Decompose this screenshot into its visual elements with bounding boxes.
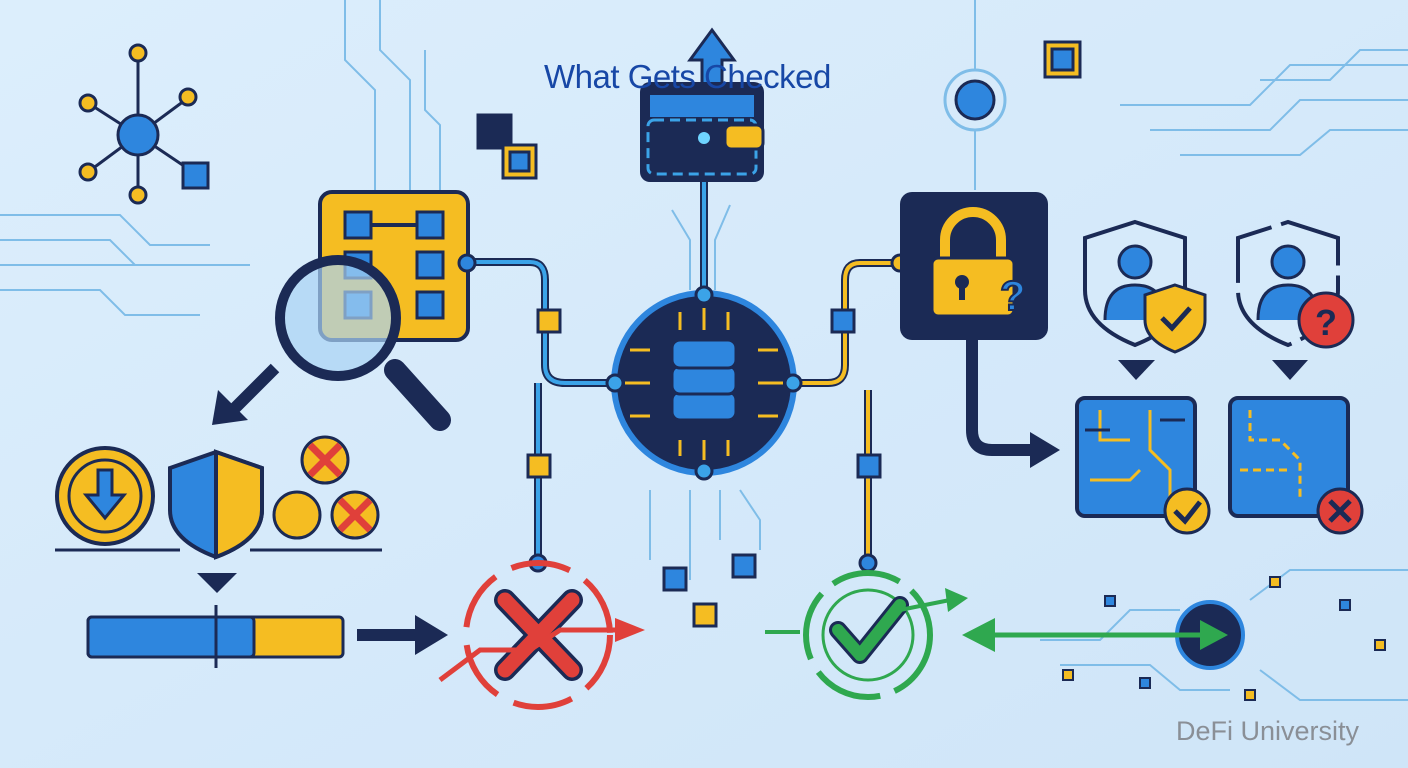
page-title: What Gets Checked bbox=[544, 58, 831, 95]
shield-icon bbox=[168, 449, 264, 560]
approved-check-icon bbox=[765, 570, 968, 700]
double-arrow-icon bbox=[962, 600, 1245, 670]
database-hub-icon bbox=[605, 285, 803, 481]
lock-question-icon: ? bbox=[900, 192, 1048, 340]
circuit-chip-valid-icon bbox=[1075, 396, 1211, 535]
circuit-chip-invalid-icon bbox=[1228, 396, 1364, 535]
rejected-coins-icon bbox=[272, 435, 380, 540]
svg-text:?: ? bbox=[1315, 302, 1337, 343]
circuit-traces bbox=[0, 0, 1408, 701]
svg-text:?: ? bbox=[1000, 272, 1026, 319]
progress-bar bbox=[86, 605, 345, 668]
magnifier-icon bbox=[275, 255, 451, 431]
verified-user-shield-icon bbox=[1083, 219, 1207, 380]
node-icon bbox=[954, 79, 996, 121]
watermark: DeFi University bbox=[1176, 716, 1360, 746]
wallet-icon bbox=[640, 27, 765, 182]
unverified-user-shield-icon: ? bbox=[1236, 219, 1355, 380]
rejected-x-icon bbox=[438, 560, 645, 710]
download-coin-icon bbox=[55, 446, 155, 546]
square-chips bbox=[476, 40, 1082, 180]
network-node-icon bbox=[78, 43, 210, 205]
